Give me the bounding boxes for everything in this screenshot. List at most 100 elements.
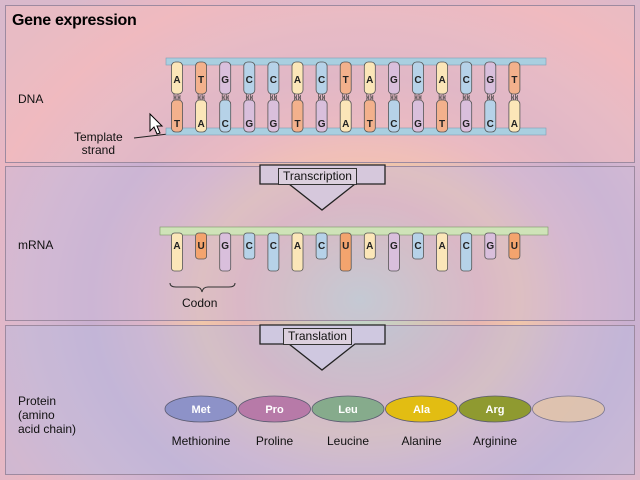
amino-acid-chain: MetMethionineProProlineLeuLeucineAlaAlan… bbox=[164, 395, 605, 448]
dna-base-pair: CG bbox=[243, 61, 256, 133]
mrna-base-letter: A bbox=[438, 241, 445, 252]
mrna-base: C bbox=[412, 232, 424, 260]
dna-top-base-letter: T bbox=[343, 75, 349, 86]
amino-acid-bead bbox=[458, 395, 532, 423]
hydrogen-bond bbox=[511, 94, 518, 100]
dna-base-pair: TA bbox=[339, 61, 352, 133]
dna-bottom-base-letter: C bbox=[222, 119, 229, 130]
hydrogen-bond bbox=[318, 94, 325, 100]
dna-top-base bbox=[315, 61, 328, 95]
dna-top-base-letter: G bbox=[486, 75, 494, 86]
amino-acid-bead bbox=[238, 395, 311, 423]
dna-bottom-base-letter: G bbox=[270, 119, 278, 130]
mrna-base: A bbox=[171, 232, 183, 272]
dna-base-pair: AT bbox=[171, 61, 183, 133]
mrna-base-letter: C bbox=[318, 241, 325, 252]
dna-base-pair: TA bbox=[195, 61, 208, 133]
dna-bottom-base-letter: G bbox=[414, 119, 422, 130]
mrna-base-letter: A bbox=[294, 241, 301, 252]
dna-bottom-base bbox=[243, 99, 256, 133]
mrna-base: A bbox=[363, 232, 376, 260]
dna-bottom-base bbox=[387, 99, 400, 133]
template-label-line-1: Template bbox=[74, 130, 123, 144]
dna-bottom-base-letter: A bbox=[197, 119, 204, 130]
dna-top-base-letter: C bbox=[414, 75, 421, 86]
dna-top-base bbox=[219, 61, 232, 95]
mrna-base: U bbox=[339, 232, 352, 272]
dna-bottom-base bbox=[315, 99, 328, 133]
dna-bottom-base-letter: G bbox=[245, 119, 253, 130]
transcription-label: Transcription bbox=[278, 168, 357, 185]
dna-top-backbone bbox=[165, 57, 547, 66]
mrna-base-body bbox=[436, 232, 449, 272]
dna-bottom-base bbox=[436, 99, 449, 133]
amino-acid-abbr: Leu bbox=[338, 404, 358, 416]
dna-bottom-base bbox=[412, 99, 424, 133]
dna-bottom-base-letter: T bbox=[439, 119, 445, 130]
mrna-base-body bbox=[363, 232, 376, 260]
hydrogen-bond bbox=[486, 94, 494, 100]
dna-bottom-base-letter: T bbox=[294, 119, 300, 130]
dna-base-pair: AT bbox=[291, 61, 304, 133]
dna-base-pair: AT bbox=[363, 61, 376, 133]
dna-top-base bbox=[387, 61, 400, 95]
dna-top-base-letter: G bbox=[390, 75, 398, 86]
mrna-backbone bbox=[159, 226, 549, 236]
dna-top-base bbox=[267, 61, 280, 95]
dna-base-pair: GC bbox=[387, 61, 400, 133]
dna-label: DNA bbox=[18, 92, 44, 106]
dna-bottom-base-letter: G bbox=[318, 119, 326, 130]
dna-base-pair: GC bbox=[219, 61, 232, 133]
dna-bottom-base bbox=[171, 99, 183, 133]
mrna-base-letter: U bbox=[342, 241, 349, 252]
dna-bottom-base-letter: G bbox=[462, 119, 470, 130]
amino-acid-bead bbox=[385, 395, 458, 423]
dna-bottom-base bbox=[195, 99, 208, 133]
mrna-base-body bbox=[195, 232, 208, 260]
dna-bottom-base-letter: C bbox=[390, 119, 397, 130]
mrna-base-letter: C bbox=[270, 241, 277, 252]
dna-bottom-base bbox=[339, 99, 352, 133]
hydrogen-bond bbox=[270, 94, 277, 100]
hydrogen-bond bbox=[294, 94, 301, 100]
dna-top-base bbox=[436, 61, 449, 95]
mrna-base-letter: G bbox=[221, 241, 229, 252]
amino-acid bbox=[532, 395, 605, 423]
template-pointer-line bbox=[133, 133, 169, 139]
dna-top-base-letter: A bbox=[438, 75, 445, 86]
dna-bottom-base-letter: T bbox=[174, 119, 180, 130]
mrna-base-letter: C bbox=[246, 241, 253, 252]
amino-acid-name: Methionine bbox=[172, 434, 231, 448]
mrna-base-body bbox=[484, 232, 497, 260]
mrna-base-body bbox=[219, 232, 232, 272]
dna-top-base-letter: C bbox=[270, 75, 277, 86]
amino-acid-abbr: Arg bbox=[486, 404, 505, 416]
amino-acid-abbr: Met bbox=[192, 404, 211, 416]
amino-acid-bead bbox=[532, 395, 605, 423]
mrna-base-letter: C bbox=[463, 241, 470, 252]
dna-top-base bbox=[363, 61, 376, 95]
mrna-base-body bbox=[387, 232, 400, 272]
dna-top-base bbox=[508, 61, 521, 95]
mrna-base-letter: G bbox=[486, 241, 494, 252]
dna-top-base-letter: A bbox=[366, 75, 373, 86]
template-label-line-2: strand bbox=[81, 143, 116, 157]
dna-base-pair: CG bbox=[267, 61, 280, 133]
mrna-label: mRNA bbox=[18, 238, 54, 252]
protein-label: Protein (amino acid chain) bbox=[18, 394, 76, 436]
dna-top-base-letter: A bbox=[294, 75, 301, 86]
mrna-base-body bbox=[243, 232, 256, 260]
hydrogen-bond bbox=[414, 94, 422, 100]
dna-base-pair: CG bbox=[315, 61, 328, 133]
hydrogen-bond bbox=[221, 94, 229, 100]
dna-top-base-letter: C bbox=[318, 75, 325, 86]
dna-top-base bbox=[171, 61, 183, 95]
mrna-base: C bbox=[460, 232, 473, 272]
amino-acid-name: Alanine bbox=[401, 434, 441, 448]
mrna-base-body bbox=[412, 232, 424, 260]
dna-bottom-base bbox=[219, 99, 232, 133]
